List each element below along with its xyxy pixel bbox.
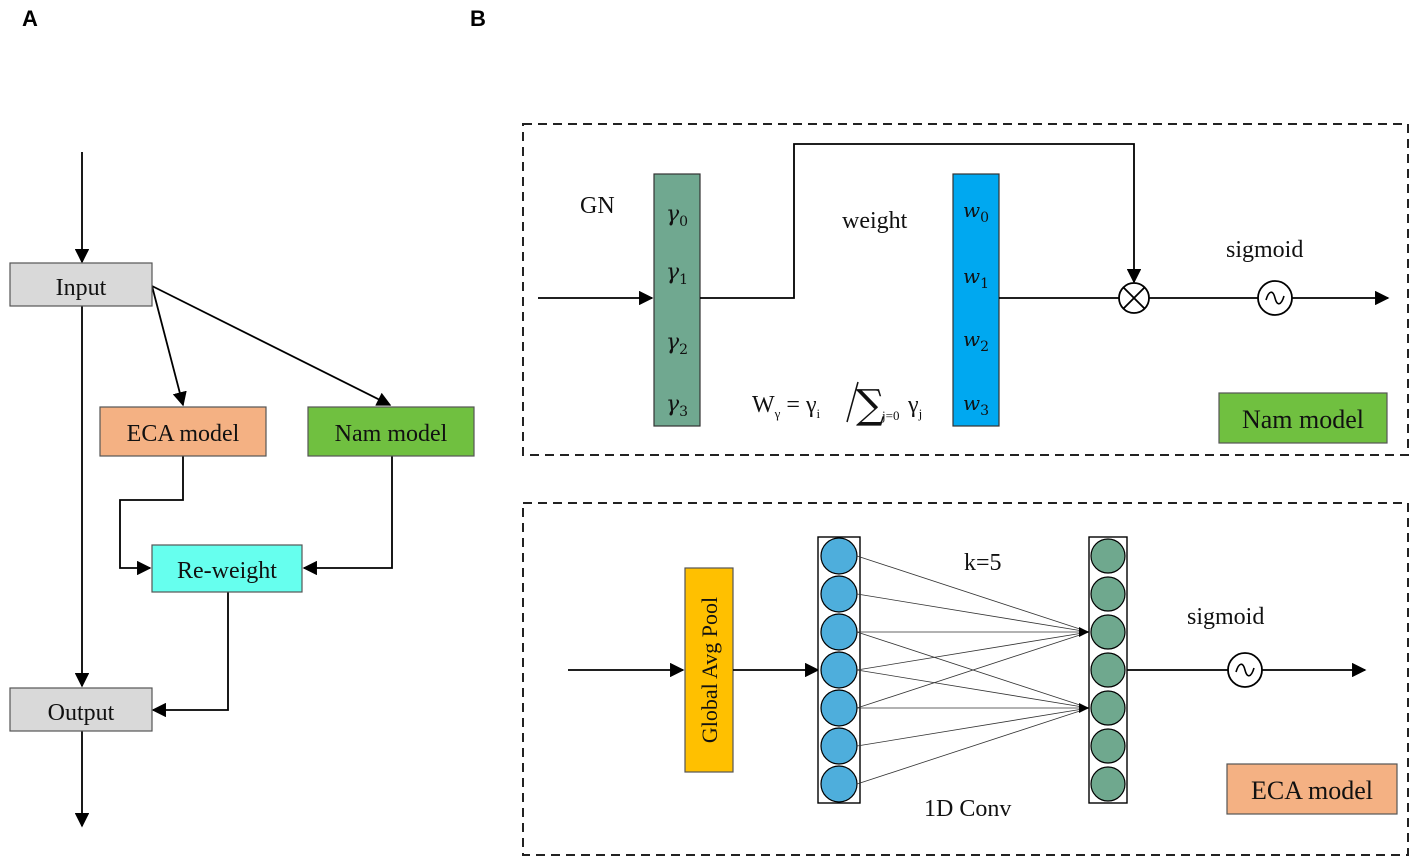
nam-formula: Wγ = γi ∑ j=0 γj	[752, 381, 922, 428]
gn-label: GN	[580, 193, 615, 219]
conv-arrowhead-upper	[1079, 627, 1089, 637]
arrow-input-to-nam	[151, 285, 392, 406]
arrow-input-to-eca	[151, 285, 187, 407]
nam-sigmoid-icon	[1257, 280, 1293, 316]
output-label: Output	[48, 700, 115, 726]
eca-model-tag-label: ECA model	[1251, 776, 1373, 805]
reweight-box	[151, 544, 303, 593]
eca-dashed-border	[522, 502, 1409, 856]
gn-column	[653, 173, 701, 427]
eca-model-label: ECA model	[127, 421, 240, 447]
conv-label: 1D Conv	[924, 796, 1011, 822]
nam-model-box	[307, 406, 475, 457]
svg-text:γj: γj	[907, 392, 922, 421]
input-box	[9, 262, 153, 307]
panel-label-b: B	[470, 6, 486, 31]
input-channel-nodes	[820, 537, 858, 803]
nam-model-tag-label: Nam model	[1242, 405, 1364, 434]
nam-model-label: Nam model	[335, 421, 448, 447]
global-avg-pool-box	[684, 567, 734, 773]
eca-sigmoid-label: sigmoid	[1187, 604, 1264, 630]
svg-text:j=0: j=0	[881, 408, 899, 423]
conv-arrowhead-lower	[1079, 703, 1089, 713]
eca-sigmoid-icon	[1227, 652, 1263, 688]
kernel-size-label: k=5	[964, 550, 1002, 576]
output-box	[9, 687, 153, 732]
reweight-label: Re-weight	[177, 558, 277, 584]
eca-model-box	[99, 406, 267, 457]
panel-label-a: A	[22, 6, 38, 31]
global-avg-pool-label: Global Avg Pool	[697, 597, 722, 743]
conv-connections	[856, 555, 1090, 785]
nam-module: GN γ0 γ1 γ2 γ3 weight w0 w1 w2 w3 sigmoi…	[522, 123, 1409, 456]
nam-sigmoid-label: sigmoid	[1226, 237, 1303, 263]
output-channel-nodes	[1090, 538, 1126, 802]
arrow-eca-to-reweight	[119, 456, 184, 576]
input-label: Input	[56, 275, 107, 301]
weight-label: weight	[842, 208, 908, 234]
eca-module: Global Avg Pool k=5	[522, 502, 1409, 856]
weight-column	[952, 173, 1000, 427]
arrow-reweight-to-output	[151, 592, 229, 718]
eca-model-tag	[1226, 763, 1398, 815]
multiply-icon	[1118, 282, 1150, 314]
flowchart-a: Input ECA model Nam model Re-weight Outp…	[9, 152, 475, 828]
svg-text:Wγ = γi: Wγ = γi	[752, 392, 821, 421]
nam-dashed-border	[522, 123, 1409, 456]
nam-model-tag	[1218, 392, 1388, 444]
arrow-nam-to-reweight	[302, 456, 393, 576]
svg-text:∑: ∑	[856, 382, 885, 428]
nam-skip-arrow	[700, 143, 1142, 299]
